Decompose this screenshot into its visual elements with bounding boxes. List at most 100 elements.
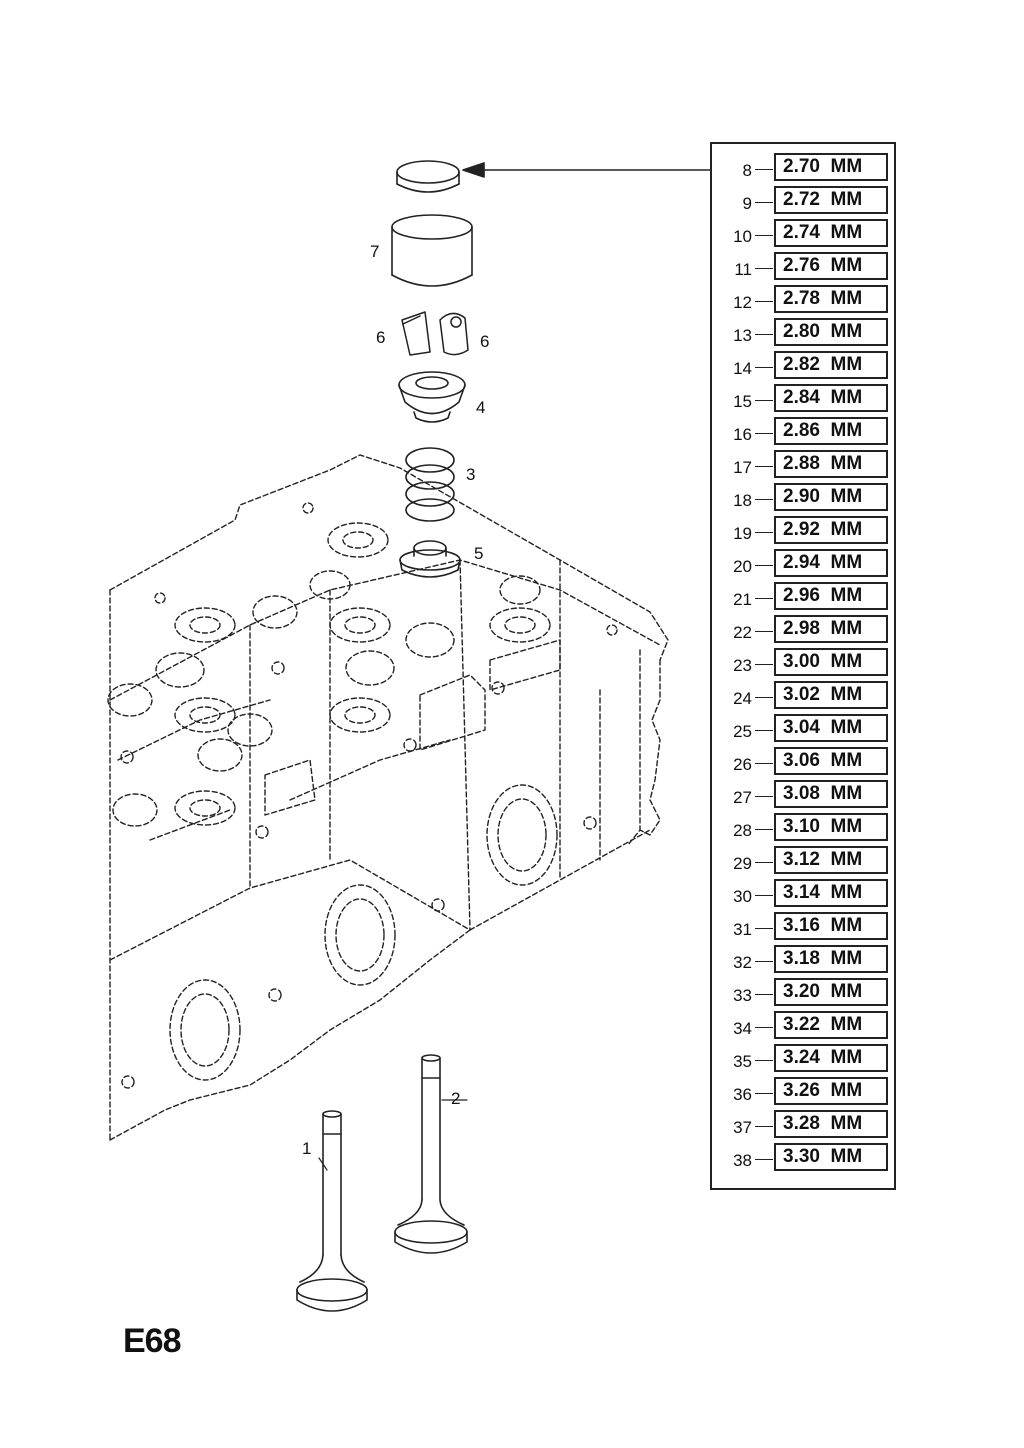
shim-thickness-label: 2.84 MM <box>774 384 888 412</box>
shim-leader-line <box>755 763 773 764</box>
shim-item-number: 19 <box>733 524 752 543</box>
shim-leader-line <box>755 1027 773 1028</box>
shim-item-number: 36 <box>733 1085 752 1104</box>
exhaust-valve <box>394 1054 468 1254</box>
shim-thickness-label: 2.76 MM <box>774 252 888 280</box>
callout-2: 2 <box>451 1089 461 1108</box>
shim-leader-line <box>755 961 773 962</box>
callout-5: 5 <box>474 544 484 563</box>
shim-leader-line <box>755 1093 773 1094</box>
shim-item-number: 11 <box>734 260 752 279</box>
spring-retainer <box>398 371 466 423</box>
shim-item-number: 24 <box>733 689 752 708</box>
shim-row: 38 3.30 MM <box>712 1143 898 1173</box>
shim-thickness-label: 2.80 MM <box>774 318 888 346</box>
shim-thickness-label: 2.74 MM <box>774 219 888 247</box>
shim-row: 10 2.74 MM <box>712 219 898 249</box>
shim-leader-line <box>755 829 773 830</box>
leader-lines <box>318 1099 468 1171</box>
shim-row: 19 2.92 MM <box>712 516 898 546</box>
shim-row: 27 3.08 MM <box>712 780 898 810</box>
valve-stem-seal <box>399 540 461 578</box>
shim-leader-line <box>755 169 773 170</box>
shim-thickness-label: 3.04 MM <box>774 714 888 742</box>
cylinder-head <box>107 454 669 1141</box>
shim-item-number: 38 <box>733 1151 752 1170</box>
shim-item-number: 10 <box>733 227 752 246</box>
shim-thickness-label: 3.12 MM <box>774 846 888 874</box>
shim-leader-line <box>755 334 773 335</box>
shim-row: 32 3.18 MM <box>712 945 898 975</box>
shim-item-number: 17 <box>733 458 752 477</box>
shim-thickness-label: 3.10 MM <box>774 813 888 841</box>
valve-spring <box>405 447 455 522</box>
shim-leader-line <box>755 301 773 302</box>
shim-leader-line <box>755 466 773 467</box>
shim-thickness-label: 2.94 MM <box>774 549 888 577</box>
shim-thickness-label: 2.96 MM <box>774 582 888 610</box>
shim-thickness-label: 3.26 MM <box>774 1077 888 1105</box>
shim-item-number: 33 <box>733 986 752 1005</box>
shim-item-number: 22 <box>733 623 752 642</box>
shim-row: 12 2.78 MM <box>712 285 898 315</box>
shim-item-number: 18 <box>733 491 752 510</box>
shim-item-number: 27 <box>733 788 752 807</box>
bucket-tappet <box>391 214 473 287</box>
shim-thickness-label: 2.82 MM <box>774 351 888 379</box>
shim-leader-line <box>755 268 773 269</box>
shim-leader-line <box>755 730 773 731</box>
callout-1: 1 <box>302 1139 312 1158</box>
pointer-arrow <box>462 162 711 178</box>
page-code: E68 <box>123 1322 181 1360</box>
shim-item-number: 32 <box>733 953 752 972</box>
shim-leader-line <box>755 532 773 533</box>
intake-valve <box>296 1110 368 1312</box>
shim-leader-line <box>755 433 773 434</box>
shim-thickness-label: 2.72 MM <box>774 186 888 214</box>
shim-leader-line <box>755 1159 773 1160</box>
shim-thickness-label: 2.92 MM <box>774 516 888 544</box>
shim-leader-line <box>755 895 773 896</box>
shim-item-number: 23 <box>733 656 752 675</box>
shim-item-number: 21 <box>733 590 752 609</box>
shim-leader-line <box>755 697 773 698</box>
shim-row: 18 2.90 MM <box>712 483 898 513</box>
shim-item-number: 13 <box>733 326 752 345</box>
shim-thickness-label: 3.06 MM <box>774 747 888 775</box>
shim-row: 13 2.80 MM <box>712 318 898 348</box>
shim-leader-line <box>755 664 773 665</box>
callout-7: 7 <box>370 242 380 261</box>
shim-leader-line <box>755 598 773 599</box>
shim-leader-line <box>755 1126 773 1127</box>
shim-thickness-label: 3.16 MM <box>774 912 888 940</box>
shim-leader-line <box>755 400 773 401</box>
shim-thickness-label: 3.08 MM <box>774 780 888 808</box>
valve-shim <box>396 160 460 193</box>
shim-row: 22 2.98 MM <box>712 615 898 645</box>
shim-thickness-label: 3.30 MM <box>774 1143 888 1171</box>
callout-6-left: 6 <box>376 328 386 347</box>
shim-item-number: 12 <box>733 293 752 312</box>
shim-leader-line <box>755 862 773 863</box>
shim-thickness-label: 2.86 MM <box>774 417 888 445</box>
shim-thickness-label: 2.90 MM <box>774 483 888 511</box>
shim-thickness-label: 2.78 MM <box>774 285 888 313</box>
shim-row: 20 2.94 MM <box>712 549 898 579</box>
shim-item-number: 20 <box>733 557 752 576</box>
shim-leader-line <box>755 796 773 797</box>
shim-thickness-label: 3.18 MM <box>774 945 888 973</box>
shim-thickness-label: 3.24 MM <box>774 1044 888 1072</box>
shim-thickness-label: 2.98 MM <box>774 615 888 643</box>
shim-item-number: 28 <box>733 821 752 840</box>
